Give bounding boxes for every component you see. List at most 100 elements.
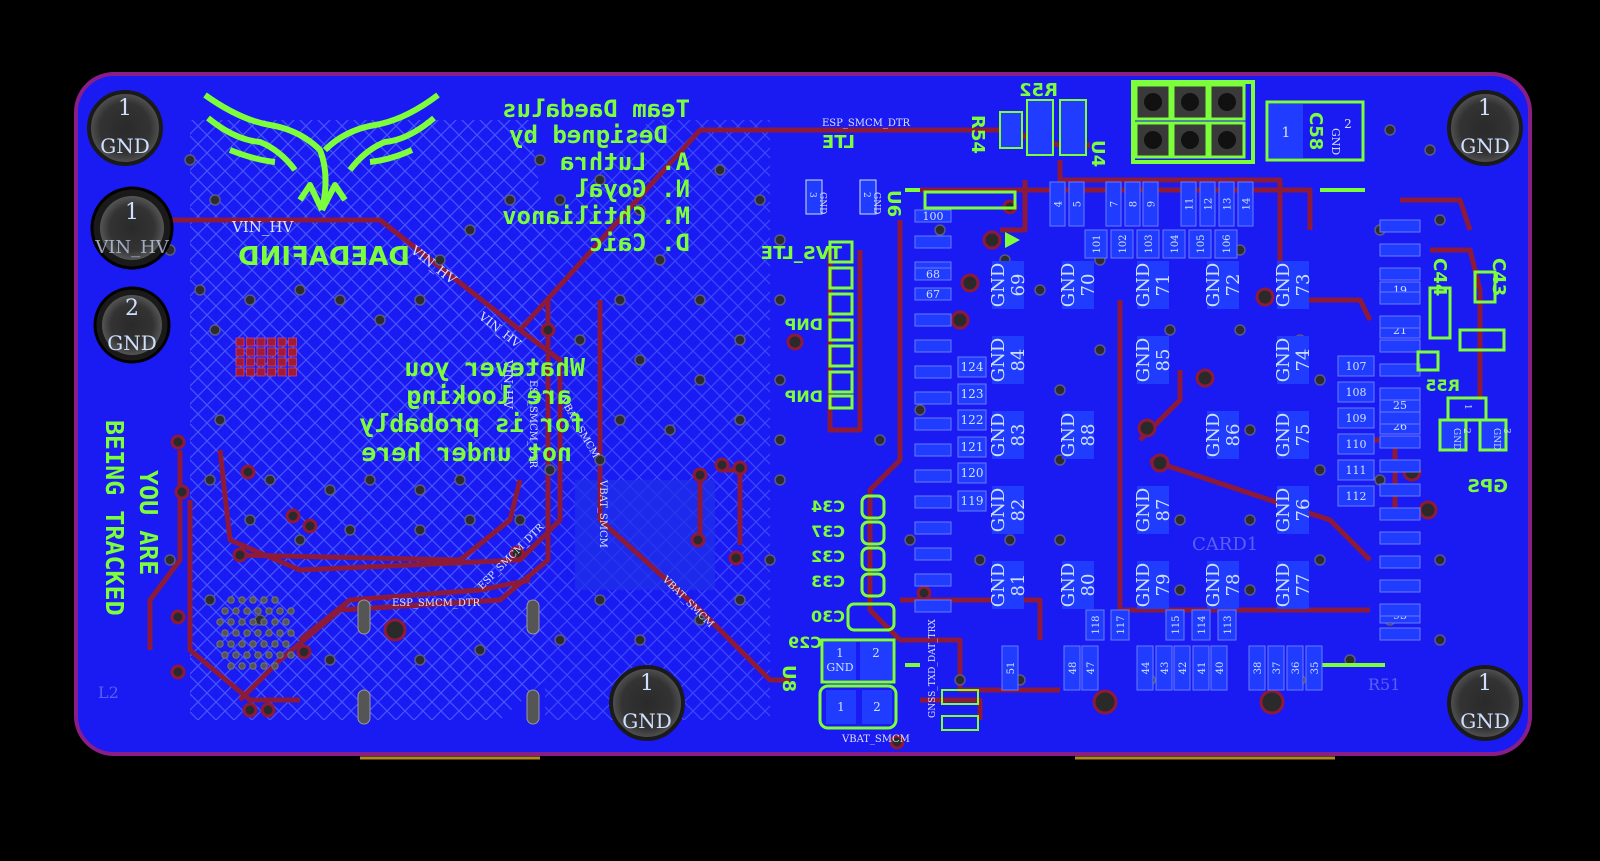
message-line: for is probably (359, 409, 585, 438)
gnd-pad-num: 86 (1223, 424, 1244, 447)
credit-line: N. Goyal (574, 175, 690, 203)
credit-line: Designed by (509, 121, 668, 149)
module-pin: 48 (1063, 645, 1081, 691)
message-line: are looking (406, 381, 572, 410)
mount-hole-num: 1 (1478, 671, 1492, 696)
power-connector: 1 VIN_HV 2 GND (90, 186, 174, 364)
gnd-pad-num: 77 (1293, 574, 1314, 597)
refdes-cap: C32 (811, 547, 845, 566)
module-pin: 107 (1337, 355, 1375, 377)
module-pin: 9 (1142, 181, 1159, 227)
lte-pad: 3 (807, 192, 817, 198)
mount-hole-net: GND (1460, 709, 1510, 733)
module-pin: 100 (914, 209, 952, 223)
module-pin: 25 (1379, 396, 1421, 414)
refdes-r55: R55 (1425, 376, 1460, 395)
mount-hole-br: 1 GND (1447, 665, 1523, 741)
gnd-pad-num: 83 (1008, 424, 1029, 447)
gps-pad-net: GND (1491, 428, 1501, 450)
module-pin: 14 (1237, 181, 1254, 227)
gnd-pad-net: GND (1273, 263, 1294, 308)
net-label-vbat: VBAT_SMCM (841, 734, 910, 745)
module-pin: 43 (1155, 645, 1173, 691)
pin-number: 118 (1091, 615, 1102, 634)
net-label-esp-dtr: ESP_SMCM_DTR (527, 380, 538, 469)
gnd-pad-net: GND (988, 263, 1009, 308)
pin-number: 47 (1086, 662, 1097, 675)
pin-number: 108 (1346, 386, 1367, 399)
pin-number: 111 (1346, 464, 1367, 477)
gnd-pad-num: 78 (1223, 574, 1244, 597)
module-pin: 106 (1214, 229, 1238, 259)
gps-pad: 2 (1461, 428, 1471, 434)
gnd-pad-num: 79 (1153, 574, 1174, 597)
module-pin: 68 (914, 267, 952, 281)
pin-number: 120 (961, 466, 984, 480)
c58-pad-num: 1 (1282, 125, 1291, 141)
credit-line: D. Caic (589, 229, 690, 257)
pin-number: 5 (1073, 201, 1084, 207)
gnd-pad-net: GND (1133, 563, 1154, 608)
pin-number: 117 (1116, 615, 1127, 634)
pin-number: 12 (1204, 198, 1215, 211)
refdes-r54: R54 (967, 115, 988, 154)
credits-block: Team Daedalus Designed by A. Luthra N. G… (502, 95, 690, 257)
connector-pin-net: VIN_HV (94, 237, 170, 258)
pin-number: 112 (1346, 490, 1367, 503)
pin-number: 104 (1170, 234, 1181, 253)
pin-number: 106 (1222, 234, 1233, 253)
passive-column (828, 240, 854, 410)
module-pin: 7 (1105, 181, 1122, 227)
module-pin: 103 (1136, 229, 1160, 259)
gnd-pad-num: 71 (1153, 274, 1174, 297)
hidden-message: Whatever you are looking for is probably… (359, 353, 585, 467)
pin-number: 110 (1346, 438, 1367, 451)
refdes-tvs-lte: TVS_LTE (761, 243, 842, 264)
module-pin: 8 (1124, 181, 1141, 227)
sim-slot (357, 599, 540, 725)
gnd-pad-num: 72 (1223, 274, 1244, 297)
pin-number: 37 (1272, 662, 1283, 675)
c58-pad-net: GND (1329, 128, 1342, 155)
refdes-u6: U6 (883, 190, 904, 217)
net-label-gnss: GNSS_TXD_DAT_TRX (928, 619, 938, 718)
pin-number: 121 (961, 440, 984, 454)
module-pin: 115 (1165, 609, 1185, 641)
refdes-gps: GPS (1467, 476, 1508, 497)
c58-footprint: 1 2 GND (1265, 100, 1365, 162)
net-label-esp-dtr: ESP_SMCM_DTR (392, 598, 481, 609)
lte-pad: 2 (861, 192, 871, 198)
lte-pad-net: GND (817, 192, 827, 214)
refdes-u4: U4 (1087, 140, 1108, 167)
pin-number: 44 (1141, 662, 1152, 675)
module-pin: 110 (1337, 433, 1375, 455)
module-pin: 104 (1162, 229, 1186, 259)
net-label-vbat: VBAT_SMCM (597, 479, 608, 548)
gnd-pad-num: 85 (1153, 349, 1174, 372)
module-pin: 117 (1110, 609, 1130, 641)
pin-number: 51 (1006, 662, 1017, 675)
gnd-pad-net: GND (988, 563, 1009, 608)
r52-footprint (999, 99, 1087, 156)
pin-number: 14 (1242, 198, 1253, 211)
module-pin: 101 (1084, 229, 1108, 259)
pin-number: 43 (1160, 662, 1171, 675)
mount-hole-num: 1 (1478, 96, 1492, 121)
module-pin: 120 (957, 462, 987, 484)
mount-hole-net: GND (1460, 134, 1510, 158)
module-pin: 108 (1337, 381, 1375, 403)
pin-number: 9 (1147, 201, 1158, 207)
pin-number: 119 (961, 494, 984, 508)
refdes-c43: C43 (1488, 258, 1509, 296)
